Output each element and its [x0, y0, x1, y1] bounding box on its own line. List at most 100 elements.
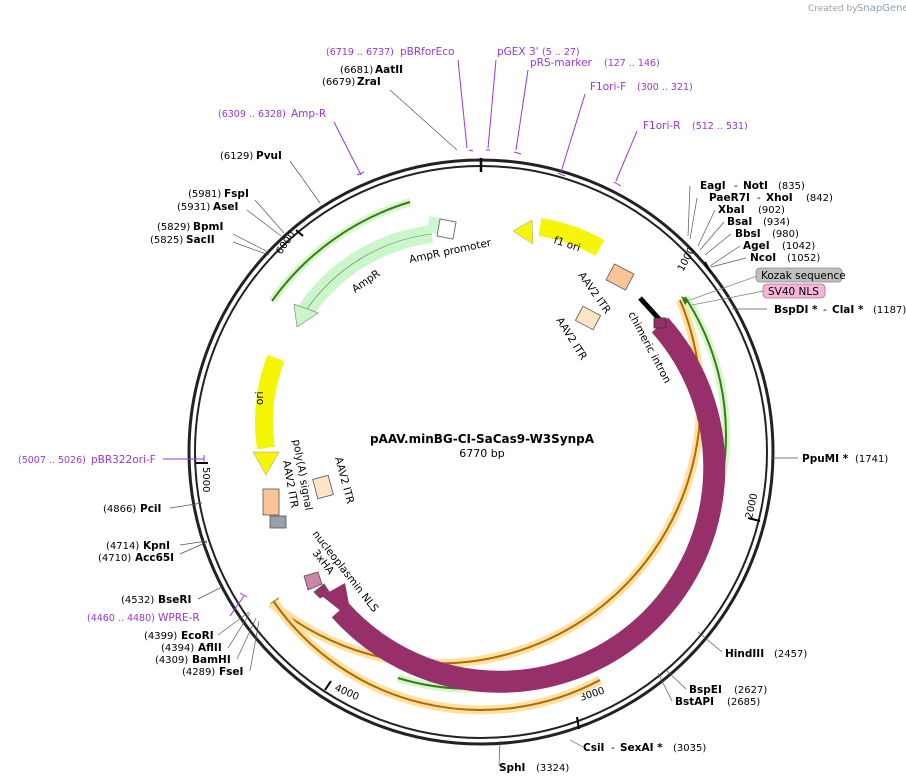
feature-ampr-arrowhead — [293, 303, 319, 328]
site-noti-name: NotI — [743, 180, 768, 192]
site-fspi-name: FspI — [224, 188, 249, 200]
site-bpmi-pos: (5829) — [157, 222, 190, 233]
tick-label-5000: 5000 — [200, 467, 211, 492]
site-bspei-name: BspEI — [689, 684, 722, 696]
site-ppumi-pos: (1741) — [855, 454, 888, 465]
feature-sacas9-arc — [331, 317, 726, 693]
site-bsai-name: BsaI — [727, 216, 752, 228]
site-zrai-name: ZraI — [357, 76, 381, 88]
feature-f1-ori-arc — [538, 218, 605, 256]
site-bspdi-name: BspDI * — [774, 304, 818, 316]
site-sacii-name: SacII — [186, 234, 215, 246]
feature-ori-arc — [255, 354, 285, 450]
kozak-sequence-label: Kozak sequence — [761, 270, 846, 282]
site-sexai-name: SexAI * — [620, 742, 663, 754]
site-sexai-pos: (3035) — [673, 743, 706, 754]
site-fspi-pos: (5981) — [188, 189, 221, 200]
site-sphi-pos: (3324) — [536, 763, 569, 774]
feature-inner-orange-arc — [273, 601, 601, 711]
site-pvui-name: PvuI — [256, 150, 282, 162]
site-paer7i-name: PaeR7I — [709, 192, 750, 204]
site-asei-name: AseI — [213, 201, 238, 213]
site-noti-pos: (835) — [778, 181, 805, 192]
site-bseri-pos: (4532) — [121, 595, 154, 606]
site-ecori-pos: (4399) — [144, 631, 177, 642]
tick-label-2000: 2000 — [744, 492, 760, 519]
site-acc65i-name: Acc65I — [135, 552, 174, 564]
site-eagi-name: EagI — [700, 180, 726, 192]
site-agei-pos: (1042) — [782, 241, 815, 252]
site-sacii-pos: (5825) — [150, 235, 183, 246]
site-bbsi-pos: (980) — [772, 229, 799, 240]
site-ppumi-name: PpuMI * — [802, 453, 849, 465]
site-acc65i-pos: (4710) — [98, 553, 131, 564]
primer-pgex3-range: (5 .. 27) — [542, 47, 580, 58]
site-bsai-pos: (934) — [763, 217, 790, 228]
tick-1000 — [704, 261, 712, 274]
feature-inner-orange-halo — [270, 599, 603, 715]
primer-pbr322ori-f-label: pBR322ori-F — [91, 454, 156, 466]
primer-f1ori-r-label: F1ori-R — [643, 120, 680, 132]
site-leaders — [169, 89, 798, 767]
site-bbsi-name: BbsI — [735, 228, 761, 240]
site-zrai-pos: (6679) — [322, 77, 355, 88]
primer-pbrforeco-label: pBRforEco — [400, 46, 454, 58]
site-xhoi-pos: (842) — [806, 193, 833, 204]
feature-ampr-promoter-box — [436, 218, 457, 240]
feature-ampr-outline — [304, 233, 433, 313]
site-csii-sep: - — [611, 742, 615, 754]
site-ncoi-pos: (1052) — [787, 253, 820, 264]
site-bspdi-sep: - — [823, 304, 827, 316]
site-pvui-pos: (6129) — [220, 151, 253, 162]
plasmid-name: pAAV.minBG-CI-SaCas9-W3SynpA — [370, 432, 595, 446]
primer-pbrforeco-range: (6719 .. 6737) — [326, 47, 394, 58]
site-fsei-pos: (4289) — [182, 667, 215, 678]
primer-f1ori-f-range: (300 .. 321) — [637, 82, 693, 93]
feature-3xha-shape — [303, 571, 323, 591]
site-bamhi-name: BamHI — [192, 654, 231, 666]
site-pcii-pos: (4866) — [103, 504, 136, 515]
feature-green-right-arrow — [681, 296, 689, 305]
plasmid-size: 6770 bp — [459, 447, 504, 460]
primer-pgex3-label: pGEX 3' — [497, 46, 539, 58]
feature-aav2-itr-label-3: AAV2 ITR — [332, 456, 356, 505]
kozak-sequence-badge — [755, 267, 843, 283]
feature-polya-box — [269, 515, 287, 529]
site-xbai-pos: (902) — [758, 205, 785, 216]
feature-aav2-itr-box-3 — [312, 474, 334, 500]
feature-green-topleft-arc — [271, 201, 411, 302]
feature-ori-label: ori — [254, 391, 266, 405]
primer-leaders — [163, 59, 638, 617]
site-ncoi-name: NcoI — [750, 252, 776, 264]
tick-4000 — [324, 680, 332, 691]
feature-aav2-itr-box-4 — [262, 488, 280, 516]
site-agei-name: AgeI — [743, 240, 770, 252]
site-hindiii-pos: (2457) — [774, 649, 807, 660]
primer-prs-marker-label: pRS-marker — [530, 57, 593, 69]
site-asei-pos: (5931) — [177, 202, 210, 213]
primer-wpre-r-range: (4460 .. 4480) — [87, 613, 155, 624]
sv40-nls-label: SV40 NLS — [768, 286, 819, 298]
site-aatii-name: AatII — [375, 64, 403, 76]
snapgene-logo: SnapGene — [857, 3, 906, 14]
site-paer7i-sep: - — [757, 192, 761, 204]
feature-chimeric-intron-bar — [638, 296, 662, 322]
site-bspei-pos: (2627) — [734, 685, 767, 696]
primer-amp-r-label: Amp-R — [291, 108, 326, 120]
primer-amp-r-range: (6309 .. 6328) — [218, 109, 286, 120]
site-xhoi-name: XhoI — [766, 192, 793, 204]
feature-nucleoplasmin-shape — [313, 583, 331, 599]
site-aflii-pos: (4394) — [161, 643, 194, 654]
site-bseri-name: BseRI — [158, 594, 191, 606]
primer-f1ori-f-label: F1ori-F — [590, 81, 626, 93]
site-kpni-pos: (4714) — [106, 541, 139, 552]
feature-aav2-itr-box-1 — [605, 263, 635, 291]
site-bpmi-name: BpmI — [193, 221, 223, 233]
site-xbai-name: XbaI — [718, 204, 745, 216]
tick-6000 — [295, 229, 304, 237]
site-csii-name: CsiI — [583, 742, 604, 754]
primer-prs-marker-range: (127 .. 146) — [604, 58, 660, 69]
feature-kozak-marker — [653, 317, 667, 329]
site-hindiii-name: HindIII — [725, 648, 764, 660]
